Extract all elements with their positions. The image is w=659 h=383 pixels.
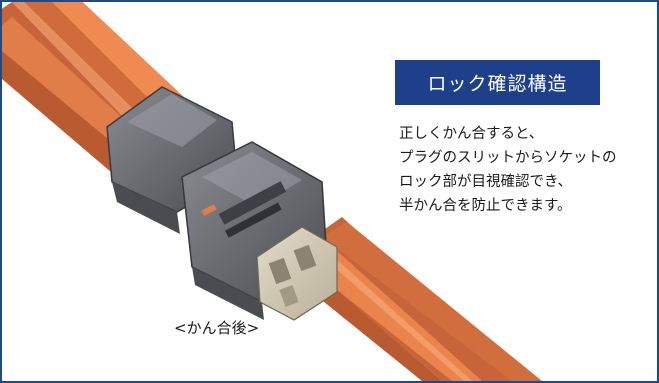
description-line: 正しくかん合すると、: [399, 126, 544, 142]
image-caption: <かん合後>: [174, 319, 260, 337]
wire-bundle-lower: [287, 217, 542, 381]
title-badge: ロック確認構造: [395, 60, 600, 105]
description-line: ロック部が目視確認でき、: [399, 174, 572, 190]
description-line: 半かん合を防止できます。: [399, 198, 572, 214]
description-text: 正しくかん合すると、 プラグのスリットからソケットの ロック部が目視確認でき、 …: [399, 122, 649, 218]
description-line: プラグのスリットからソケットの: [399, 150, 617, 166]
socket-housing: [181, 141, 328, 320]
lock-tip: [256, 226, 338, 321]
